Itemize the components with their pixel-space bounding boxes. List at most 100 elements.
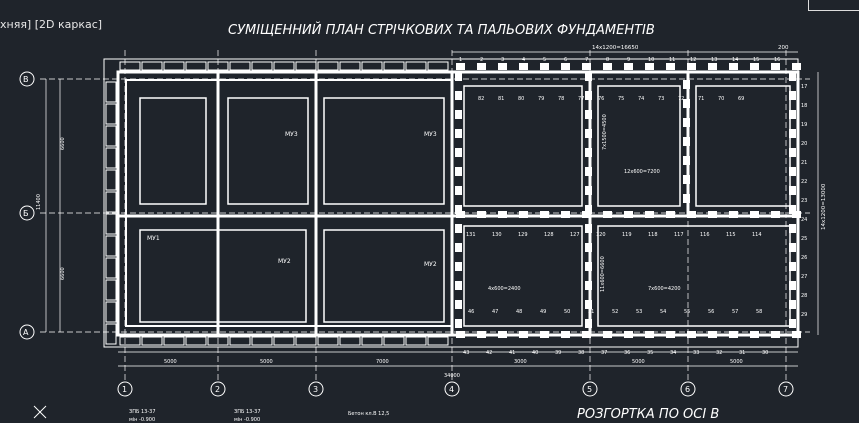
bottom-dim-6: 5000 (730, 359, 743, 365)
pile (585, 129, 592, 138)
block (185, 61, 207, 71)
pile-number: 78 (558, 96, 564, 102)
viewcube-frame[interactable] (808, 0, 859, 11)
pile (477, 211, 486, 218)
pile (789, 167, 796, 176)
pile-number: 29 (801, 312, 807, 318)
pile-number: 82 (478, 96, 484, 102)
block (105, 125, 117, 147)
axis-3: 3 (313, 385, 318, 394)
left-dim-3: 6600 (60, 267, 66, 280)
pile (455, 224, 462, 233)
pile-number: 18 (801, 103, 807, 109)
block (361, 336, 383, 346)
axis-a: А (23, 328, 29, 337)
pile (540, 211, 549, 218)
pile-number: 15 (753, 57, 759, 63)
pile (683, 175, 690, 184)
pile (645, 63, 654, 70)
pile-number: 26 (801, 255, 807, 261)
pile (789, 281, 796, 290)
concrete-note: Бетон кл.В 12,5 (348, 411, 389, 417)
pile (750, 63, 759, 70)
pile (708, 211, 717, 218)
pile-number: 6 (564, 57, 567, 63)
zpb-mid: ЗПБ 13-37 (234, 409, 261, 415)
pile (789, 262, 796, 271)
axis-v: В (23, 75, 29, 84)
block (141, 61, 163, 71)
top-right-dimension: 200 (778, 45, 789, 51)
axis-4: 4 (449, 385, 454, 394)
axis-bubbles-horizontal (117, 381, 794, 397)
pile-grid-label-2: 4х600=2400 (488, 286, 521, 292)
ucs-icon (33, 405, 47, 419)
block (207, 61, 229, 71)
pile (456, 331, 465, 338)
pile-number: 17 (801, 84, 807, 90)
block (405, 336, 427, 346)
overall-dim: 34000 (444, 373, 460, 379)
pile-number: 8 (606, 57, 609, 63)
pile-number: 27 (801, 274, 807, 280)
pile-number: 10 (648, 57, 654, 63)
bottom-dim-2: 5000 (260, 359, 273, 365)
pile-number: 58 (756, 309, 762, 315)
pile-number: 130 (492, 232, 502, 238)
block (185, 336, 207, 346)
pile-number: 79 (538, 96, 544, 102)
pile (624, 211, 633, 218)
pile-number: 16 (774, 57, 780, 63)
block (229, 61, 251, 71)
axis-1: 1 (122, 385, 127, 394)
pile-number: 76 (598, 96, 604, 102)
viewport-label[interactable]: хняя] [2D каркас] (0, 18, 103, 31)
pile-number: 115 (726, 232, 736, 238)
pile (683, 80, 690, 89)
pile-number: 51 (588, 309, 594, 315)
pile-number: 4 (522, 57, 525, 63)
pile (561, 331, 570, 338)
pile-number: 2 (480, 57, 483, 63)
pile (455, 186, 462, 195)
pile-number: 48 (516, 309, 522, 315)
pile-number: 120 (596, 232, 606, 238)
pile-number: 33 (693, 350, 699, 356)
block (317, 336, 339, 346)
pile (585, 300, 592, 309)
pile-number: 20 (801, 141, 807, 147)
block (119, 336, 141, 346)
pile (687, 63, 696, 70)
pile-number: 5 (543, 57, 546, 63)
block (251, 336, 273, 346)
label-mu3-b: МУ3 (424, 131, 437, 138)
pile-number: 7 (585, 57, 588, 63)
pile-number: 118 (648, 232, 658, 238)
pile-number: 75 (618, 96, 624, 102)
pile-number: 72 (678, 96, 684, 102)
pile (708, 63, 717, 70)
pile-number: 46 (468, 309, 474, 315)
pile (585, 72, 592, 81)
pile (585, 186, 592, 195)
axis-7: 7 (783, 385, 788, 394)
block (361, 61, 383, 71)
drawing-title: СУМІЩЕННИЙ ПЛАН СТРІЧКОВИХ ТА ПАЛЬОВИХ Ф… (228, 22, 655, 38)
bottom-dim-5: 5000 (632, 359, 645, 365)
pile-number: 30 (762, 350, 768, 356)
block (273, 61, 295, 71)
pile (585, 148, 592, 157)
pile (477, 63, 486, 70)
pile-number: 23 (801, 198, 807, 204)
pile (792, 211, 801, 218)
pile-grid-label-1: 12х600=7200 (624, 169, 660, 175)
pile-number: 40 (532, 350, 538, 356)
pile-number: 24 (801, 217, 807, 223)
pile-number: 116 (700, 232, 710, 238)
pile (585, 224, 592, 233)
pile (789, 319, 796, 328)
pile (585, 281, 592, 290)
block (105, 191, 117, 213)
pile-number: 37 (601, 350, 607, 356)
